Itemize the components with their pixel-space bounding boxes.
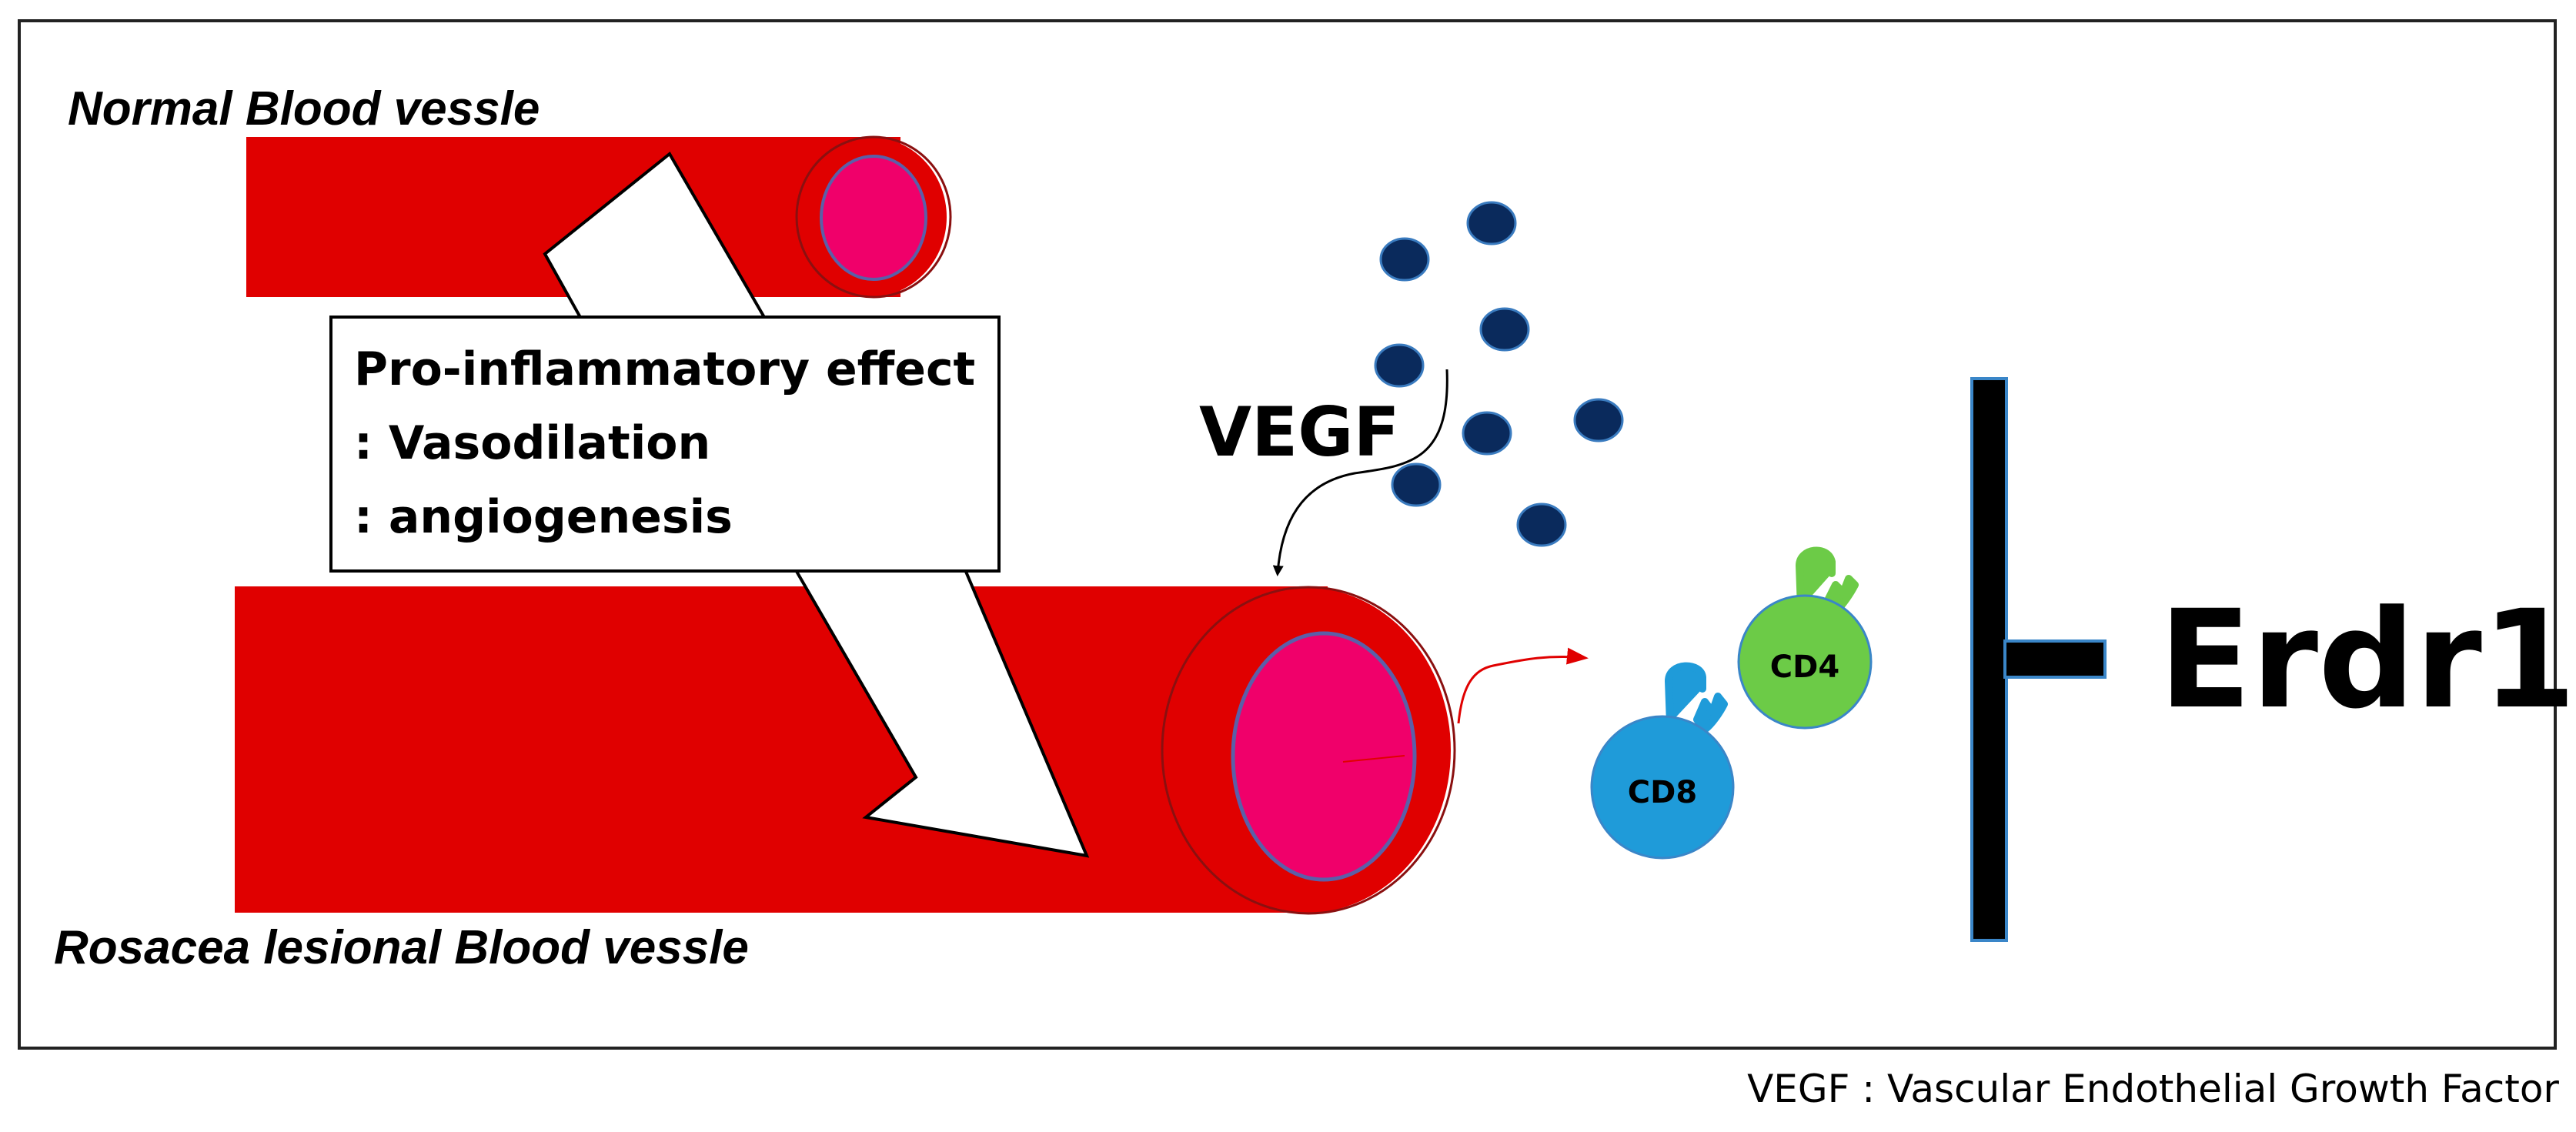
lesional-vessel-label: Rosacea lesional Blood vessle <box>54 921 749 974</box>
inhibition-bar-horizontal <box>2003 639 2107 679</box>
inhibition-t-bar-icon <box>1970 377 2107 942</box>
vegf-molecule-dot <box>1374 343 1425 388</box>
vegf-molecule-dot <box>1573 398 1624 442</box>
effect-title: Pro-inflammatory effect <box>354 342 975 396</box>
effect-box: Pro-inflammatory effect : Vasodilation :… <box>329 316 1001 573</box>
vegf-molecule-dot <box>1479 307 1530 352</box>
vegf-molecule-dot <box>1379 237 1430 282</box>
normal-vessel-rim <box>795 135 952 299</box>
vegf-molecule-dot <box>1391 462 1442 507</box>
vegf-molecules <box>1374 201 1624 547</box>
red-curved-arrow-icon <box>1457 647 1589 724</box>
effect-box-frame <box>329 316 1001 573</box>
vegf-label: VEGF <box>1199 392 1400 472</box>
lesional-vessel-lumen <box>1231 631 1417 882</box>
effect-vasodilation: : Vasodilation <box>354 416 710 470</box>
cd4-label: CD4 <box>1770 649 1839 685</box>
lumen-line <box>1342 755 1405 763</box>
vegf-molecule-dot <box>1462 411 1512 456</box>
effect-angiogenesis: : angiogenesis <box>354 490 733 544</box>
cd8-t-cell: CD8 <box>1590 662 1735 860</box>
normal-vessel-lumen <box>820 155 927 281</box>
lesional-vessel-rim <box>1161 586 1456 915</box>
vegf-curved-arrow-icon <box>1272 369 1448 576</box>
cd8-cell-body <box>1590 715 1735 860</box>
cd4-t-cell: CD4 <box>1737 546 1873 730</box>
lesional-blood-vessel <box>235 586 1456 915</box>
footnote: VEGF : Vascular Endothelial Growth Facto… <box>1747 1067 2559 1111</box>
normal-vessel-label: Normal Blood vessle <box>68 82 540 135</box>
cd8-receptor-icon <box>1665 662 1728 733</box>
vegf-molecule-dot <box>1466 201 1517 245</box>
cd8-label: CD8 <box>1628 775 1697 810</box>
erdr1-label: Erdr1 <box>2159 581 2576 739</box>
lesional-vessel-body <box>235 586 1328 913</box>
vegf-molecule-dot <box>1516 503 1567 547</box>
inhibition-bar-vertical <box>1970 377 2008 942</box>
cd4-cell-body <box>1737 594 1873 730</box>
